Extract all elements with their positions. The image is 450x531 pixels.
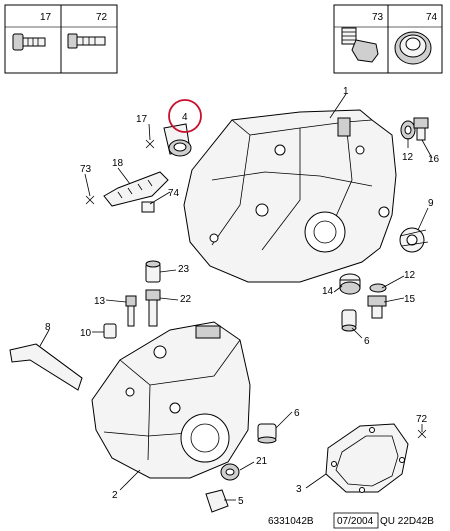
highlight-circle-4: [168, 99, 202, 133]
bolt-marker-72: [417, 429, 427, 439]
footer-code: QU 22D42B: [380, 516, 434, 527]
callout-2: 2: [112, 490, 118, 501]
seal-part-12-top: [400, 120, 416, 140]
rear-cover-part-3: [325, 423, 409, 493]
callout-72: 72: [416, 414, 428, 425]
bolt-marker-73: [85, 195, 95, 205]
switch-part-22: [145, 289, 161, 327]
bolt-17-icon: [12, 33, 46, 51]
washer-74-icon: [394, 31, 432, 65]
seal-part-21: [220, 463, 240, 481]
bolt-marker-17: [145, 139, 155, 149]
callout-6-mid: 6: [364, 336, 370, 347]
callout-16: 16: [428, 154, 440, 165]
callout-21: 21: [256, 456, 268, 467]
shaft-part-8: [9, 343, 83, 391]
callout-6-low: 6: [294, 408, 300, 419]
callout-73: 73: [80, 164, 92, 175]
gearbox-case-part-2: [91, 321, 251, 479]
callout-labels: 1 2 3 4 5 6 6 8 9 10 12 12 13 14 15 16 1…: [45, 86, 440, 507]
callout-1: 1: [343, 86, 349, 97]
legend-label-17: 17: [40, 12, 52, 23]
callout-74: 74: [168, 188, 180, 199]
callout-9: 9: [428, 198, 434, 209]
guide-bracket-part-18: [103, 171, 169, 213]
callout-23: 23: [178, 264, 190, 275]
footer-date-box: [333, 512, 379, 529]
bush-part-4: [163, 123, 192, 157]
legend-label-72: 72: [96, 12, 108, 23]
sensor-part-13: [125, 295, 137, 327]
leader-lines: [39, 93, 433, 501]
footer-ref-number: 6331042B: [268, 516, 314, 527]
callout-10: 10: [80, 328, 92, 339]
bolt-72-icon: [67, 33, 106, 49]
callout-5: 5: [238, 496, 244, 507]
stud-73-icon: [341, 27, 379, 63]
legend-box-left: 17 72: [4, 4, 118, 74]
legend-label-73: 73: [372, 12, 384, 23]
switch-part-23: [145, 260, 161, 283]
callout-13: 13: [94, 296, 106, 307]
callout-15: 15: [404, 294, 416, 305]
seal-part-12-mid: [369, 283, 387, 293]
plug-part-15: [367, 295, 387, 319]
callout-8: 8: [45, 322, 51, 333]
bush-part-6-low: [257, 423, 277, 444]
plug-part-16: [413, 117, 429, 141]
callout-3: 3: [296, 484, 302, 495]
callout-12-top: 12: [402, 152, 414, 163]
callout-14: 14: [322, 286, 334, 297]
plug-part-14: [339, 273, 361, 295]
gearbox-housing-part-1: [183, 109, 397, 283]
callout-4: 4: [182, 112, 188, 123]
callout-22: 22: [180, 294, 192, 305]
legend-box-right: 73 74: [333, 4, 443, 74]
plug-part-10: [103, 323, 117, 339]
footer-reference: 6331042B 07/2004 QU 22D42B: [268, 512, 434, 529]
bush-part-6-mid: [341, 309, 357, 332]
legend-label-74: 74: [426, 12, 438, 23]
callout-12-mid: 12: [404, 270, 416, 281]
footer-date: 07/2004: [337, 516, 374, 527]
sensor-part-9: [399, 227, 429, 253]
callout-17: 17: [136, 114, 148, 125]
bracket-part-5: [205, 489, 229, 513]
callout-18: 18: [112, 158, 124, 169]
